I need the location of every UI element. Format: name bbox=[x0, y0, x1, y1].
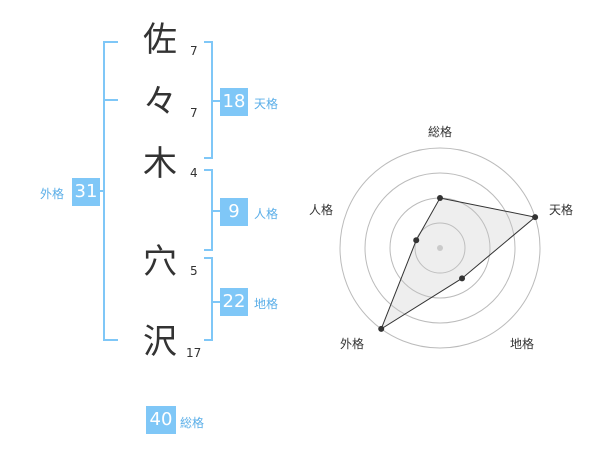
radar-points bbox=[378, 195, 539, 332]
stroke-count-4: 5 bbox=[190, 264, 198, 278]
tenkaku-badge: 18 bbox=[220, 88, 248, 116]
radar-data-polygon bbox=[380, 197, 537, 331]
stroke-count-1: 7 bbox=[190, 44, 198, 58]
soukaku-badge: 40 bbox=[146, 406, 176, 434]
radar-axis-label-chikaku: 地格 bbox=[510, 337, 535, 351]
radar-point-4 bbox=[378, 325, 385, 332]
jinkaku-label: 人格 bbox=[254, 207, 279, 221]
chikaku-badge: 22 bbox=[220, 288, 248, 316]
radar-axis-label-gaikaku: 外格 bbox=[340, 337, 365, 351]
stroke-count-5: 17 bbox=[186, 346, 202, 360]
radar-ring-4 bbox=[339, 147, 541, 349]
stroke-count-2: 7 bbox=[190, 106, 198, 120]
radar-center-dot bbox=[437, 245, 443, 251]
radar-ring-1 bbox=[414, 222, 466, 274]
name-char-3: 木 bbox=[143, 144, 177, 184]
radar-axis-label-soukaku: 総格 bbox=[428, 125, 453, 139]
name-char-2: 々 bbox=[143, 82, 177, 122]
jinkaku-badge: 9 bbox=[220, 198, 248, 226]
radar-point-5 bbox=[413, 237, 420, 244]
tenkaku-label: 天格 bbox=[254, 97, 279, 111]
name-char-1: 佐 bbox=[143, 20, 177, 60]
stroke-count-3: 4 bbox=[190, 166, 198, 180]
name-char-5: 沢 bbox=[143, 322, 177, 362]
name-char-4: 穴 bbox=[143, 242, 177, 282]
radar-point-3 bbox=[459, 275, 466, 282]
radar-ring-3 bbox=[364, 172, 516, 324]
radar-point-1 bbox=[437, 195, 443, 201]
radar-point-2 bbox=[532, 214, 539, 221]
chikaku-label: 地格 bbox=[254, 297, 279, 311]
gaikaku-badge: 31 bbox=[72, 178, 100, 206]
gaikaku-label: 外格 bbox=[40, 187, 65, 201]
soukaku-label: 総格 bbox=[180, 416, 205, 430]
radar-axis-label-tenkaku: 天格 bbox=[549, 203, 574, 217]
radar-axis-label-jinkaku: 人格 bbox=[309, 203, 334, 217]
